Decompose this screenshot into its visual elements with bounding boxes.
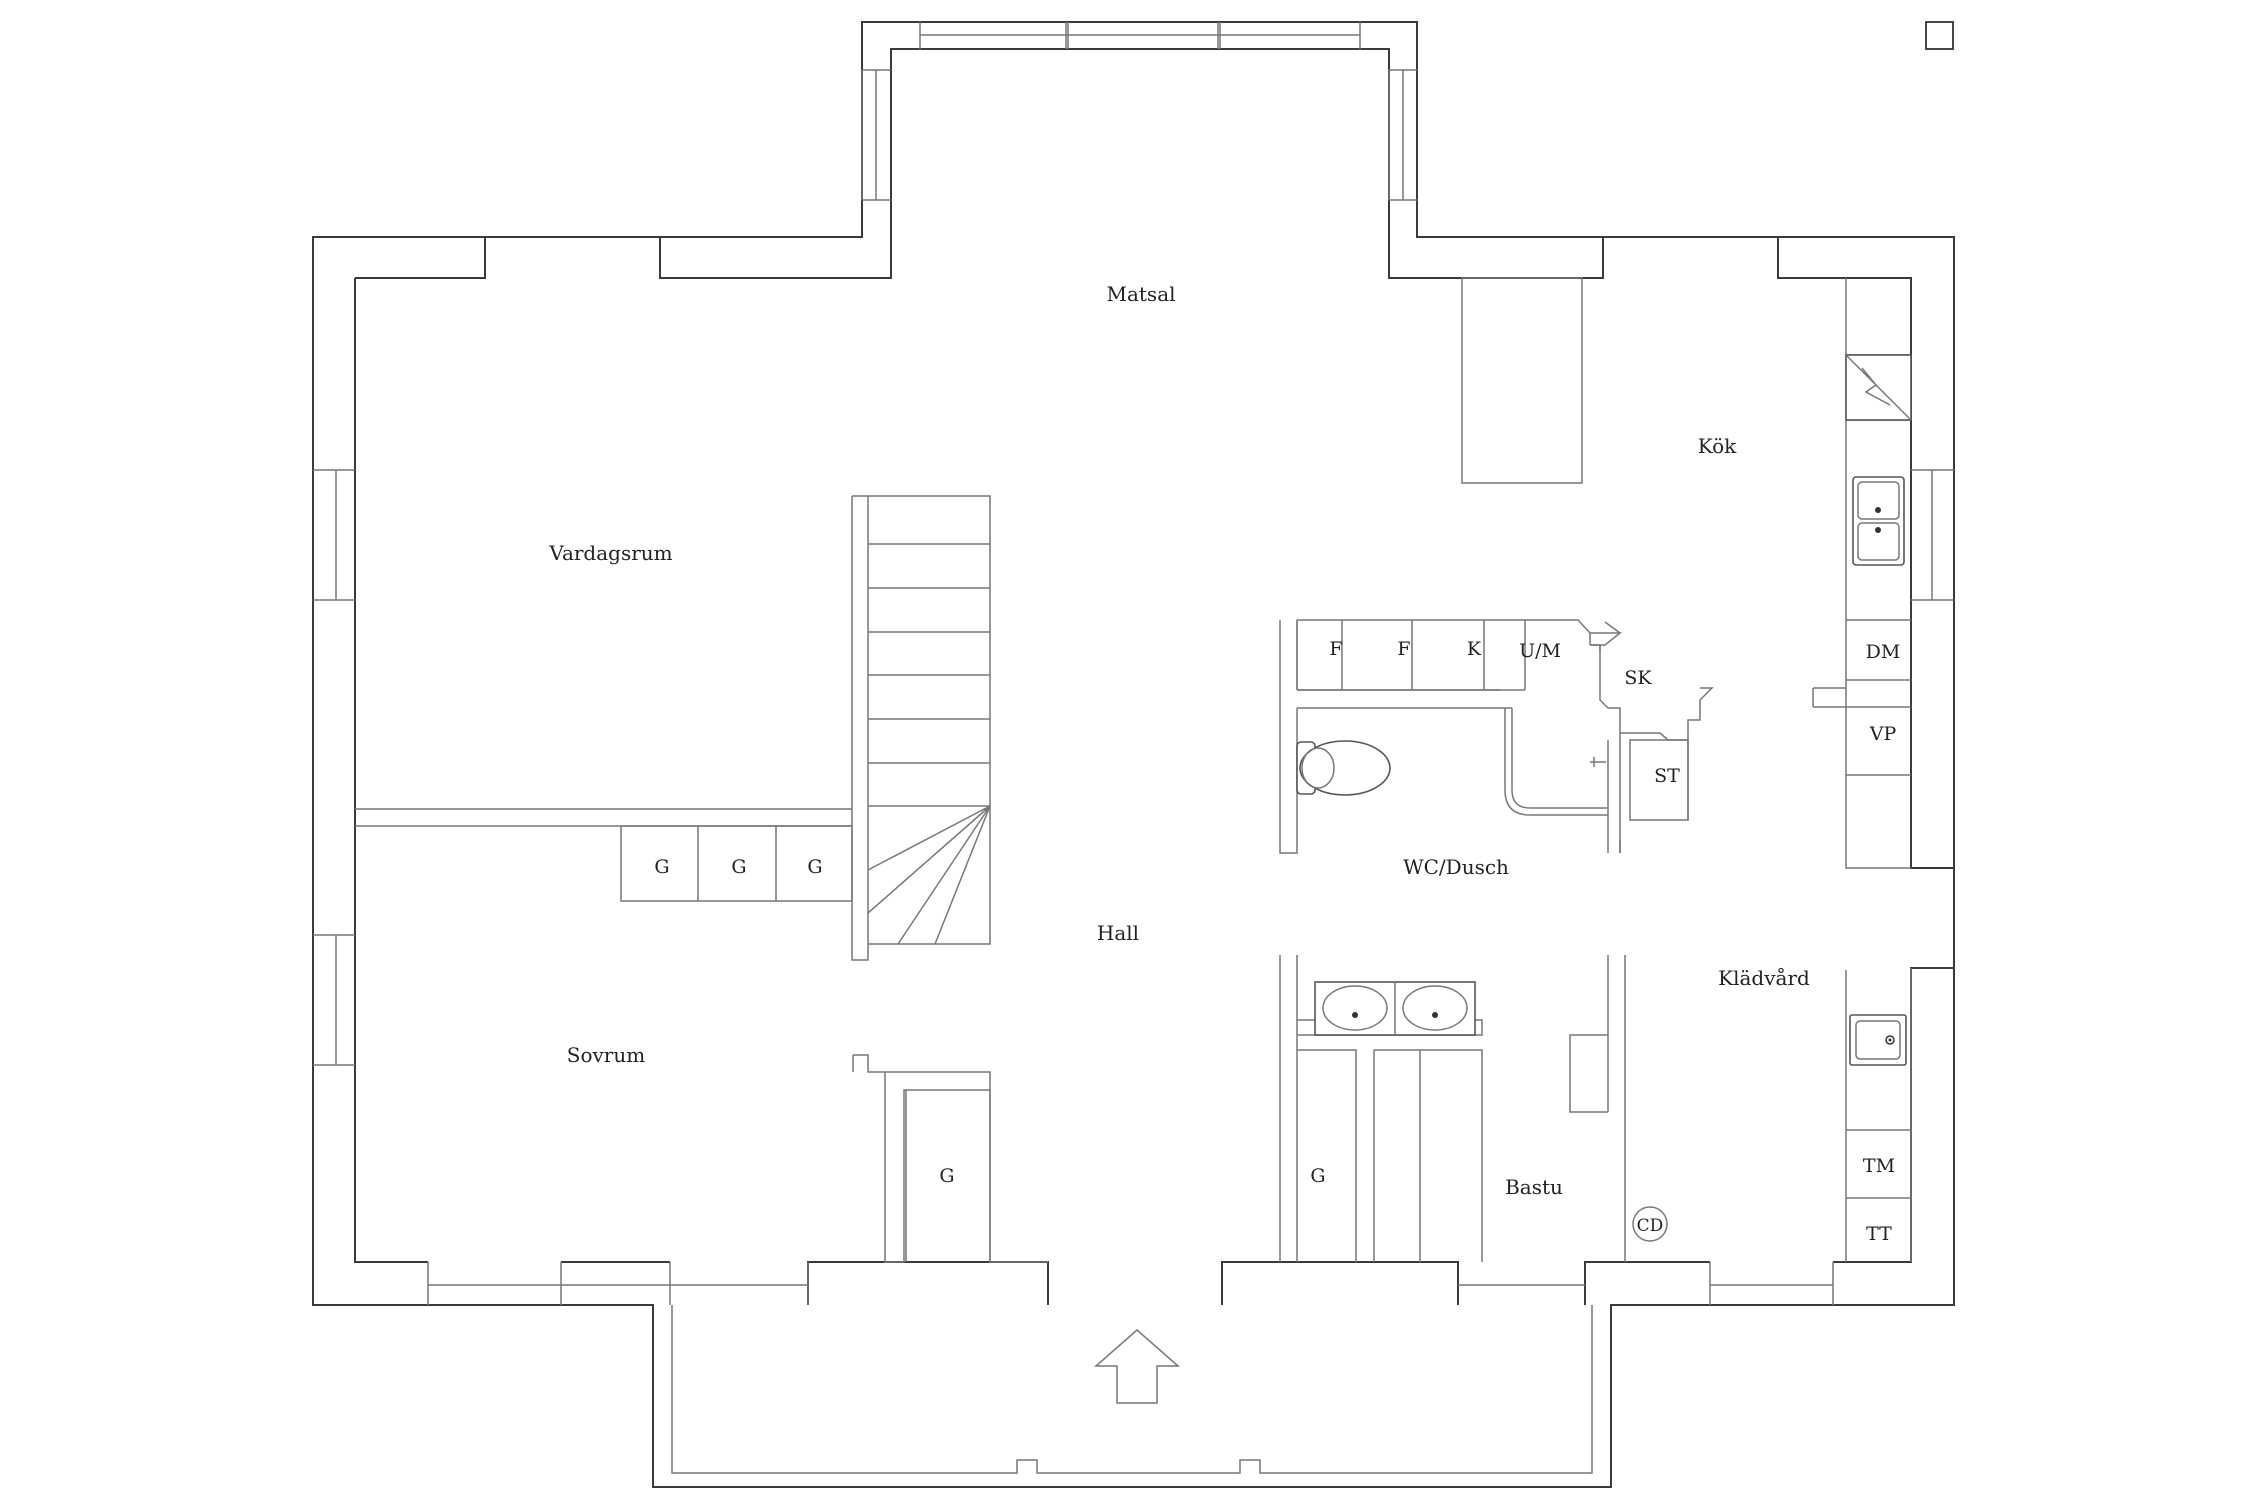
stove-icon bbox=[1845, 354, 1912, 421]
entrance-arrow-icon bbox=[1094, 1329, 1180, 1404]
label-k: K bbox=[1467, 638, 1482, 660]
label-g-hall-2: G bbox=[731, 856, 746, 878]
label-st: ST bbox=[1654, 765, 1680, 787]
label-matsal: Matsal bbox=[1106, 282, 1175, 306]
kitchen-sink-icon bbox=[1852, 476, 1905, 566]
label-g-bath: G bbox=[1310, 1165, 1325, 1187]
room-labels: Matsal Kök Vardagsrum Hall Sovrum WC/Dus… bbox=[548, 282, 1810, 1199]
label-g-hall-1: G bbox=[654, 856, 669, 878]
label-kladvard: Klädvård bbox=[1718, 966, 1810, 990]
label-f1: F bbox=[1329, 638, 1342, 660]
utility-sink-icon bbox=[1849, 1014, 1907, 1066]
label-um: U/M bbox=[1519, 640, 1561, 662]
label-hall: Hall bbox=[1097, 921, 1139, 945]
label-dm: DM bbox=[1866, 641, 1901, 663]
label-vp: VP bbox=[1869, 723, 1897, 745]
label-tt: TT bbox=[1866, 1223, 1892, 1245]
label-wc-dusch: WC/Dusch bbox=[1403, 855, 1509, 879]
label-sk: SK bbox=[1624, 667, 1652, 689]
windows bbox=[313, 22, 1954, 1305]
label-sovrum: Sovrum bbox=[567, 1043, 645, 1067]
label-tm: TM bbox=[1863, 1155, 1895, 1177]
cd-circle-icon bbox=[1632, 1206, 1668, 1242]
label-kok: Kök bbox=[1698, 434, 1737, 458]
label-cd: CD bbox=[1637, 1216, 1664, 1236]
toilet-icon bbox=[1296, 740, 1391, 796]
label-f2: F bbox=[1397, 638, 1410, 660]
fixture-labels: F F K U/M SK ST DM VP G G G G G TM TT CD bbox=[654, 638, 1900, 1245]
north-box-icon bbox=[1925, 21, 1954, 50]
label-vardagsrum: Vardagsrum bbox=[548, 541, 672, 565]
bathroom-sinks-icon bbox=[1314, 981, 1476, 1036]
exterior-walls bbox=[312, 21, 1955, 1488]
fixtures bbox=[1094, 354, 1912, 1404]
label-g-hall-3: G bbox=[807, 856, 822, 878]
label-bastu: Bastu bbox=[1505, 1175, 1563, 1199]
label-g-sovrum: G bbox=[939, 1165, 954, 1187]
shower-icon bbox=[1590, 757, 1606, 767]
